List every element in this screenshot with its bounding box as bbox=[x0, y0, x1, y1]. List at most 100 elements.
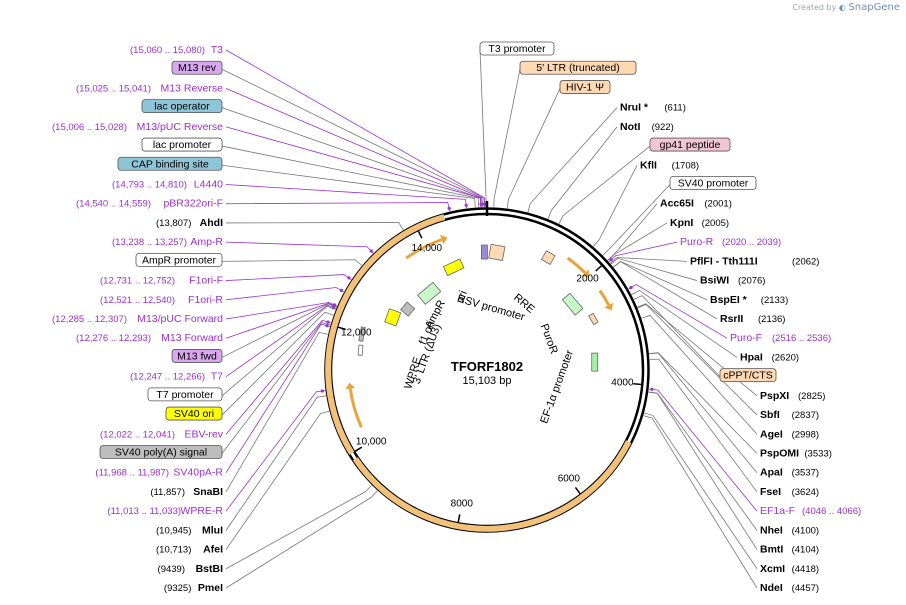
label-pflfi[interactable]: PflFI - Tth111I(2062) bbox=[690, 255, 819, 267]
label-sv40polya[interactable]: SV40 poly(A) signal bbox=[99, 445, 223, 459]
label-lac-operator[interactable]: lac operator bbox=[141, 99, 223, 114]
label-t7-promoter[interactable]: T7 promoter bbox=[147, 387, 223, 402]
label-noti[interactable]: NotI(922) bbox=[620, 121, 674, 133]
label-ef1a-f[interactable]: EF1a-F(4046 .. 4066) bbox=[760, 505, 861, 517]
label-m13reverse[interactable]: M13 Reverse(15,025 .. 15,041) bbox=[76, 82, 223, 94]
inner-arrow-2 bbox=[566, 256, 587, 274]
label-afei[interactable]: AfeI(10,713) bbox=[156, 544, 223, 556]
label-t7-primer[interactable]: T7(12,247 .. 12,266) bbox=[130, 371, 223, 383]
label-range-f1ori-f: (12,731 .. 12,752) bbox=[100, 276, 175, 287]
label-name-kpni: KpnI bbox=[670, 217, 693, 229]
label-f1ori-r[interactable]: F1ori-R(12,521 .. 12,540) bbox=[100, 294, 223, 306]
label-amp-r-primer[interactable]: Amp-R(13,238 .. 13,257) bbox=[112, 236, 223, 248]
label-box-lac-operator bbox=[141, 99, 223, 114]
label-ebv-rev[interactable]: EBV-rev(12,022 .. 12,041) bbox=[100, 428, 224, 440]
label-kfli[interactable]: KflI(1708) bbox=[640, 159, 699, 171]
label-sbfi[interactable]: SbfI(2837) bbox=[760, 409, 819, 421]
label-name-pbr322: pBR322ori-F bbox=[163, 198, 223, 210]
label-bstbi[interactable]: BstBI(9439) bbox=[158, 563, 224, 575]
label-bmti[interactable]: BmtI(4104) bbox=[760, 544, 819, 556]
label-pspomi[interactable]: PspOMI(3533) bbox=[760, 448, 832, 460]
label-sv40-promoter[interactable]: SV40 promoter bbox=[669, 176, 757, 190]
primer-mark-sv40pa-r bbox=[325, 324, 329, 328]
leader-t7-promoter bbox=[221, 305, 336, 397]
leader-apai bbox=[649, 352, 758, 473]
label-ltr5[interactable]: 5' LTR (truncated) bbox=[519, 60, 637, 75]
label-m13fwd[interactable]: M13 fwd bbox=[171, 349, 223, 363]
label-cap-site[interactable]: CAP binding site bbox=[117, 156, 223, 171]
label-box-gp41 bbox=[649, 137, 731, 152]
label-range-fsei: (3624) bbox=[792, 487, 819, 498]
leader-noti bbox=[547, 126, 618, 219]
label-pmei[interactable]: PmeI(9325) bbox=[164, 582, 223, 594]
snapgene-credit: Created by ◐ SnapGene bbox=[792, 2, 900, 13]
label-name-rsrii: RsrII bbox=[720, 313, 743, 325]
label-hiv1[interactable]: HIV-1 Ψ bbox=[559, 80, 611, 94]
leader-hpai bbox=[631, 289, 738, 358]
label-snabi[interactable]: SnaBI(11,857) bbox=[150, 486, 223, 498]
label-nrui[interactable]: NruI *(611) bbox=[620, 102, 686, 114]
label-mlui[interactable]: MluI(10,945) bbox=[156, 524, 223, 536]
label-name-ahdi: AhdI bbox=[200, 217, 223, 229]
label-nhei[interactable]: NheI(4100) bbox=[760, 524, 819, 536]
label-t3-primer[interactable]: T3(15,060 .. 15,080) bbox=[130, 44, 223, 56]
label-wpre-r[interactable]: WPRE-R(11,013 .. 11,033) bbox=[107, 505, 223, 517]
label-lac-promoter[interactable]: lac promoter bbox=[141, 137, 223, 152]
label-name-mlui: MluI bbox=[202, 524, 223, 536]
primer-mark-amp-r-primer bbox=[369, 249, 373, 253]
label-ahdi[interactable]: AhdI(13,807) bbox=[156, 217, 223, 229]
label-range-amp-r-primer: (13,238 .. 13,257) bbox=[112, 237, 187, 248]
label-name-m13puc-fwd: M13/pUC Forward bbox=[137, 313, 223, 325]
label-bsiwi[interactable]: BsiWI(2076) bbox=[700, 275, 765, 287]
label-bspei[interactable]: BspEI *(2133) bbox=[710, 294, 788, 306]
label-f1ori-f[interactable]: F1ori-F(12,731 .. 12,752) bbox=[100, 275, 223, 287]
leader-l4440 bbox=[225, 184, 467, 209]
label-pspxi[interactable]: PspXI(2825) bbox=[760, 390, 825, 402]
leader-afei bbox=[225, 410, 330, 550]
label-l4440[interactable]: L4440(14,793 .. 14,810) bbox=[112, 179, 223, 191]
label-box-cap-site bbox=[117, 156, 223, 171]
label-hpai[interactable]: HpaI(2620) bbox=[740, 351, 799, 363]
label-apai[interactable]: ApaI(3537) bbox=[760, 467, 819, 479]
label-range-pspomi: (3533) bbox=[804, 449, 831, 460]
leader-m13reverse bbox=[225, 88, 483, 208]
label-sv40ori[interactable]: SV40 ori bbox=[165, 406, 223, 421]
leader-kfli bbox=[593, 165, 638, 247]
label-m13forward[interactable]: M13 Forward(12,276 .. 12,293) bbox=[76, 332, 223, 344]
ef1a-arrow bbox=[591, 352, 599, 372]
label-ampr-promoter[interactable]: AmpR promoter bbox=[135, 252, 223, 267]
label-t3-promoter[interactable]: T3 promoter bbox=[479, 41, 555, 56]
label-m13rev[interactable]: M13 rev bbox=[171, 60, 223, 75]
label-name-f1ori-r: F1ori-R bbox=[188, 294, 223, 306]
label-name-xcmi: XcmI bbox=[760, 563, 785, 575]
label-acc65i[interactable]: Acc65I(2001) bbox=[660, 198, 732, 210]
label-range-acc65i: (2001) bbox=[704, 199, 731, 210]
label-m13puc-fwd[interactable]: M13/pUC Forward(12,285 .. 12,307) bbox=[52, 313, 223, 325]
label-name-t3-primer: T3 bbox=[211, 44, 223, 56]
label-xcmi[interactable]: XcmI(4418) bbox=[760, 563, 819, 575]
label-sv40pa-r[interactable]: SV40pA-R(11,968 .. 11,987) bbox=[95, 467, 223, 479]
label-cppt[interactable]: cPPT/CTS bbox=[719, 368, 777, 383]
label-name-cppt: cPPT/CTS bbox=[723, 370, 773, 382]
label-name-bspei: BspEI * bbox=[710, 294, 748, 306]
label-name-sv40pa-r: SV40pA-R bbox=[173, 467, 223, 479]
tick-mark-6000 bbox=[574, 486, 581, 495]
label-m13puc-rev[interactable]: M13/pUC Reverse(15,006 .. 15,028) bbox=[52, 121, 223, 133]
label-name-t7-primer: T7 bbox=[211, 371, 223, 383]
label-name-pflfi: PflFI - Tth111I bbox=[690, 255, 758, 267]
leader-ebv-rev bbox=[225, 319, 332, 435]
label-name-amp-r-primer: Amp-R bbox=[190, 236, 223, 248]
label-rsrii[interactable]: RsrII(2136) bbox=[720, 313, 785, 325]
label-kpni[interactable]: KpnI(2005) bbox=[670, 217, 729, 229]
label-agei[interactable]: AgeI(2998) bbox=[760, 428, 819, 440]
leader-bmti bbox=[648, 391, 758, 550]
label-fsei[interactable]: FseI(3624) bbox=[760, 486, 819, 498]
label-puro-r-primer[interactable]: Puro-R(2020 .. 2039) bbox=[680, 236, 781, 248]
label-ndei[interactable]: NdeI(4457) bbox=[760, 582, 819, 594]
label-puro-f-primer[interactable]: Puro-F(2516 .. 2536) bbox=[730, 332, 831, 344]
label-range-puro-r-primer: (2020 .. 2039) bbox=[722, 237, 781, 248]
label-range-ef1a-f: (4046 .. 4066) bbox=[802, 506, 861, 517]
label-gp41[interactable]: gp41 peptide bbox=[649, 137, 731, 152]
label-pbr322[interactable]: pBR322ori-F(14,540 .. 14,559) bbox=[76, 198, 223, 210]
